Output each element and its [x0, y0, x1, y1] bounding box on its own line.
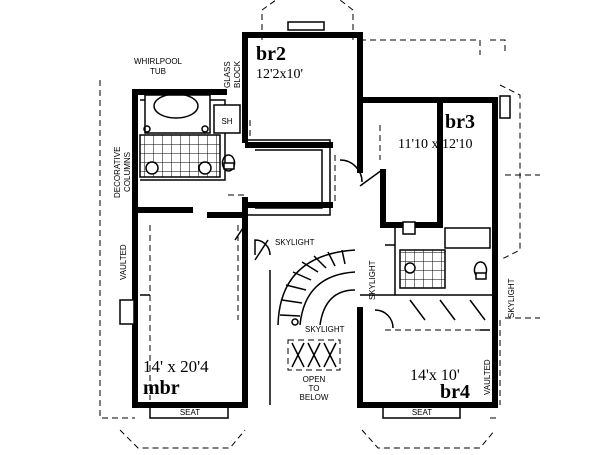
br4-name: br4	[440, 381, 470, 403]
interior-walls	[137, 89, 495, 405]
decorative-label-2: COLUMNS	[123, 152, 132, 192]
open-label-3: BELOW	[300, 393, 329, 402]
whirlpool-tub	[143, 93, 211, 134]
hall-bath	[399, 221, 491, 289]
br4-size: 14'x 10'	[410, 367, 460, 384]
door-swings	[234, 159, 486, 329]
roof-outline	[99, 0, 540, 449]
bay-windows	[119, 21, 511, 419]
staircase	[277, 249, 356, 326]
br2-name: br2	[256, 43, 286, 65]
open-label-2: TO	[309, 384, 320, 393]
open-label-1: OPEN	[303, 375, 326, 384]
whirlpool-label-1: WHIRLPOOL	[134, 57, 183, 66]
exterior-walls	[132, 32, 498, 408]
open-to-below	[287, 339, 341, 371]
seat-label-right: SEAT	[412, 408, 432, 417]
mbr-size: 14' x 20'4	[143, 357, 209, 376]
decorative-label-1: DECORATIVE	[113, 147, 122, 198]
skylight-label-upper: SKYLIGHT	[275, 238, 315, 247]
br3-name: br3	[445, 111, 475, 133]
br3-size: 11'10 x 12'10	[398, 137, 473, 152]
skylight-label-right: SKYLIGHT	[507, 278, 516, 318]
shower-label: SH	[221, 117, 232, 126]
br2-size: 12'2x10'	[256, 67, 303, 82]
skylight-label-stair: SKYLIGHT	[368, 260, 377, 300]
vaulted-label-right: VAULTED	[483, 359, 492, 395]
glass-block-label-1: GLASS	[223, 61, 232, 88]
glass-block-label-2: BLOCK	[233, 60, 242, 88]
seat-label-left: SEAT	[180, 408, 200, 417]
mbr-name: mbr	[143, 377, 180, 399]
skylight-label-lower: SKYLIGHT	[305, 325, 345, 334]
whirlpool-label-2: TUB	[150, 67, 166, 76]
arrows	[140, 244, 490, 331]
closets	[149, 120, 480, 400]
vaulted-label-left: VAULTED	[119, 244, 128, 280]
master-bath: SH	[139, 104, 241, 178]
